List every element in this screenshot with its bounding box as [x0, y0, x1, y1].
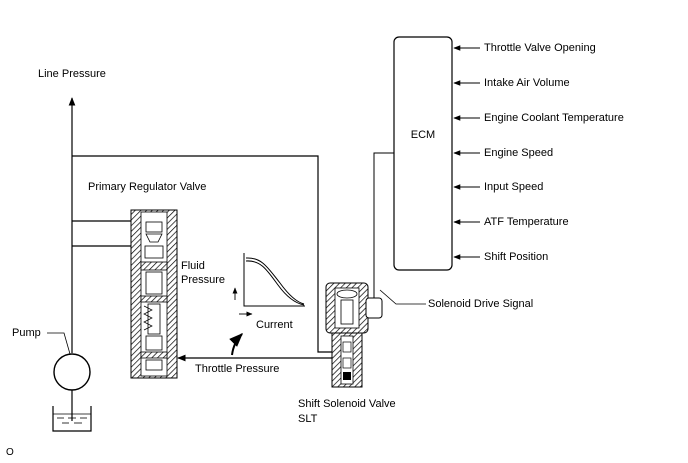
ecm-input-shift-position: Shift Position — [484, 251, 549, 263]
ecm-input-engine-coolant-temperature: Engine Coolant Temperature — [484, 112, 624, 124]
shift-solenoid-valve — [325, 282, 383, 388]
throttle-pressure-label: Throttle Pressure — [195, 363, 280, 375]
shift-solenoid-valve-label: Shift Solenoid Valve — [298, 398, 396, 410]
ecm-input-intake-air-volume: Intake Air Volume — [484, 77, 570, 89]
solenoid-drive-signal-label: Solenoid Drive Signal — [428, 298, 534, 310]
oil-pan — [52, 406, 92, 432]
line-pressure-label: Line Pressure — [38, 68, 106, 80]
ecm-input-arrows — [453, 45, 480, 260]
ecm-input-engine-speed: Engine Speed — [484, 147, 554, 159]
primary-regulator-valve-label: Primary Regulator Valve — [88, 181, 207, 193]
ecm-box — [393, 36, 453, 271]
figure-code: O — [6, 447, 14, 458]
pump-label: Pump — [12, 327, 41, 339]
ecm-input-input-speed: Input Speed — [484, 181, 544, 193]
primary-regulator-valve — [130, 209, 178, 379]
solenoid-feed-line — [72, 155, 332, 353]
ecm-input-throttle-valve-opening: Throttle Valve Opening — [484, 42, 596, 54]
pump-leader — [47, 332, 71, 355]
drive-signal-line — [371, 152, 394, 306]
slt-label: SLT — [298, 413, 318, 425]
current-label: Current — [256, 319, 293, 331]
ecm-input-atf-temperature: ATF Temperature — [484, 216, 569, 228]
fluid-pressure-label: Fluid Pressure — [181, 260, 226, 286]
throttle-to-graph-arrow — [229, 333, 243, 356]
pump — [53, 353, 91, 391]
ecm-label: ECM — [410, 129, 436, 141]
drive-signal-leader — [379, 289, 426, 305]
fluid-pressure-graph — [232, 253, 305, 317]
